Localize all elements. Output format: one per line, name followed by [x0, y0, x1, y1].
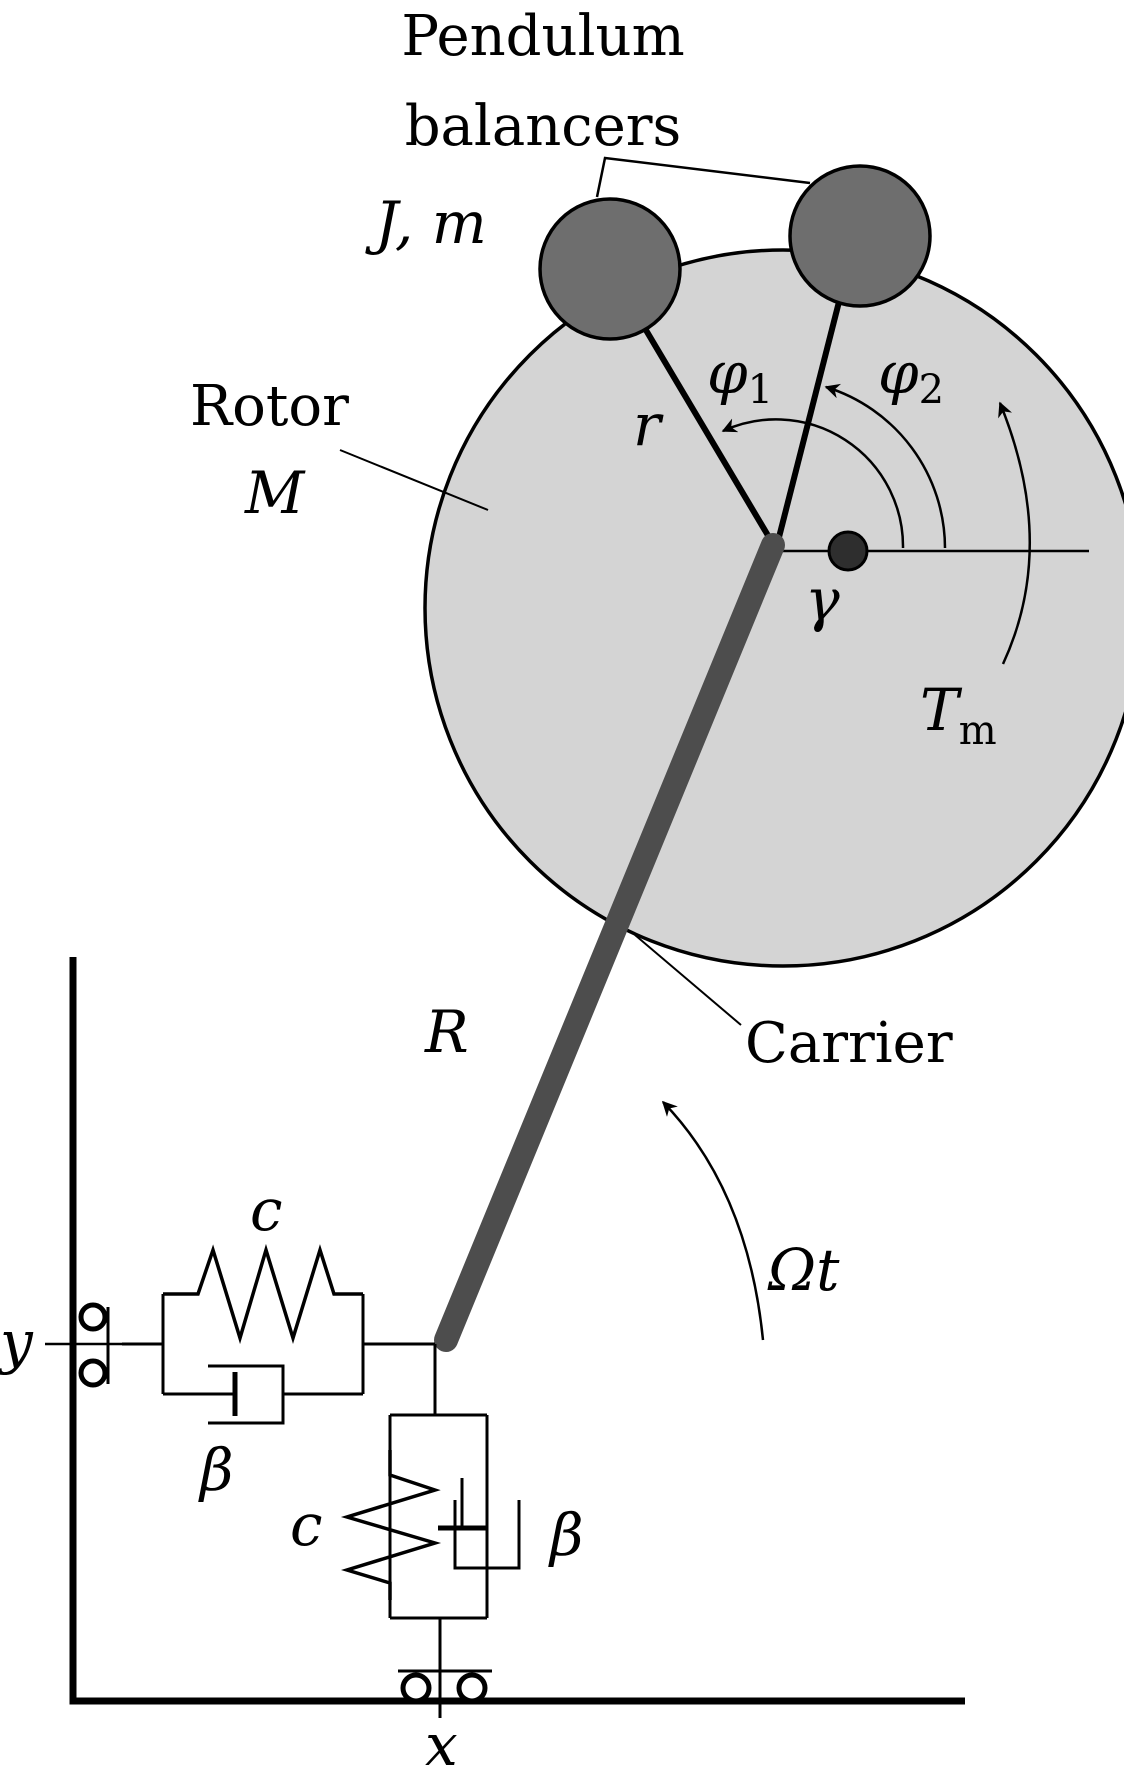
label-stiffness-bottom: c	[290, 1491, 322, 1559]
label-omega-t: Ωt	[767, 1236, 840, 1304]
x-spring-damper	[340, 1413, 521, 1718]
y-roller-support	[45, 1302, 122, 1388]
phi1-symbol: φ	[707, 339, 748, 407]
phi1-subscript: 1	[748, 367, 773, 413]
label-pendulum-balancers-line1: Pendulum	[401, 4, 684, 69]
x-roller-support	[398, 1669, 492, 1704]
phi2-arc	[824, 383, 947, 549]
label-damping-bottom: β	[548, 1501, 584, 1569]
label-carrier: Carrier	[745, 1011, 953, 1076]
label-rotor-mass: M	[244, 459, 306, 527]
label-gamma: γ	[805, 566, 840, 634]
rotor-disc	[423, 248, 1124, 968]
balancers-bracket	[595, 156, 811, 198]
omega-arc	[661, 1100, 765, 1341]
phi2-subscript: 2	[919, 367, 944, 413]
label-coord-y: y	[0, 1308, 34, 1376]
phi2-symbol: φ	[878, 339, 919, 407]
pendulum-arm-1	[634, 313, 779, 551]
pendulum-arm-2	[773, 289, 845, 550]
label-carrier-length: R	[424, 998, 469, 1066]
carrier-leader-line	[634, 934, 742, 1026]
pendulum-balancer-2	[788, 164, 932, 308]
center-pivot	[827, 530, 869, 572]
torque-arc	[998, 401, 1031, 665]
label-coord-x: x	[425, 1711, 458, 1779]
carrier-rod	[434, 533, 785, 1352]
label-phi2: φ2	[878, 339, 944, 413]
rotor-leader-line	[339, 449, 489, 511]
torque-symbol: T	[920, 676, 963, 744]
torque-subscript: m	[959, 708, 997, 754]
phi1-arc	[721, 418, 905, 549]
label-stiffness-top: c	[250, 1176, 282, 1244]
pendulum-balancer-1	[538, 197, 682, 341]
label-rotor: Rotor	[190, 374, 349, 439]
label-torque: Tm	[920, 676, 997, 754]
y-spring-damper	[122, 1243, 437, 1425]
label-damping-top: β	[198, 1436, 234, 1504]
ground-frame	[69, 957, 965, 1705]
label-j-m: J, m	[365, 189, 487, 257]
label-pendulum-balancers-line2: balancers	[405, 94, 682, 159]
label-arm-length: r	[633, 391, 664, 459]
label-phi1: φ1	[707, 339, 773, 413]
